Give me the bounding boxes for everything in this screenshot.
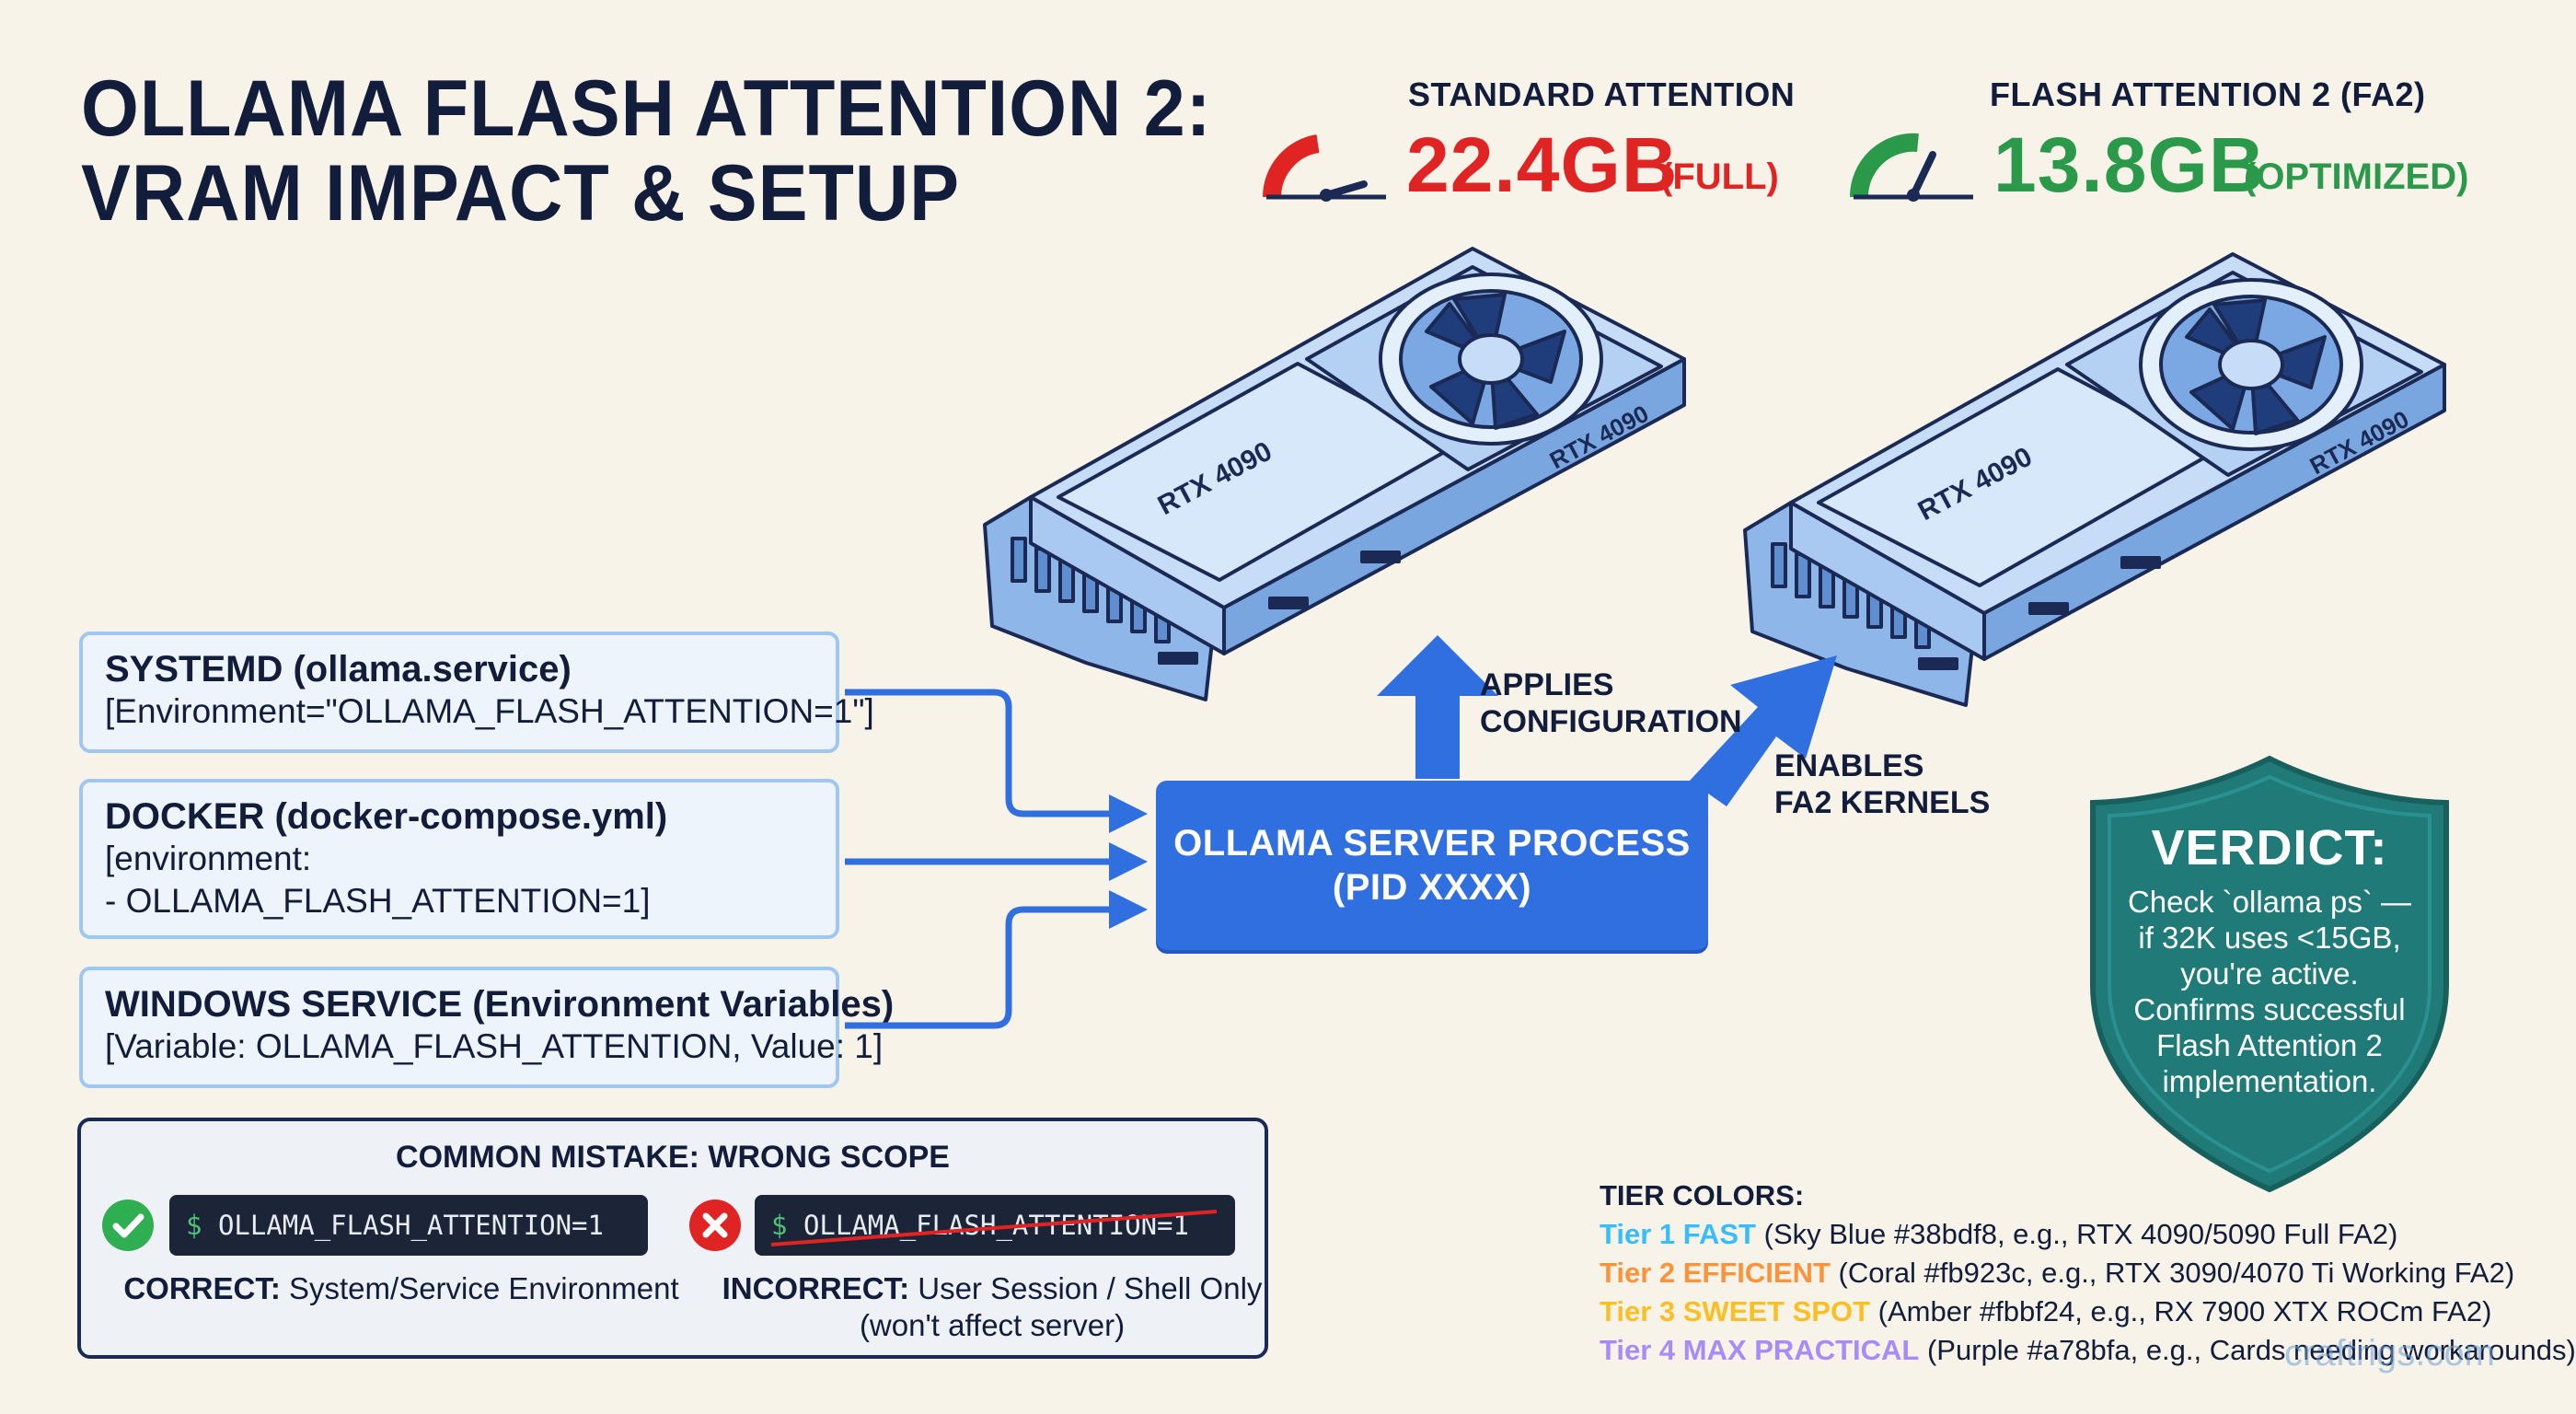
config-heading: SYSTEMD (ollama.service): [105, 649, 572, 690]
cross-icon: [689, 1200, 741, 1251]
watermark: craftrigs.com: [2284, 1333, 2495, 1373]
ollama-server-process: OLLAMA SERVER PROCESS (PID XXXX): [1156, 781, 1708, 950]
strikethrough-line: [770, 1210, 1218, 1246]
tier-item: Tier 2 EFFICIENT (Coral #fb923c, e.g., R…: [1600, 1257, 2515, 1289]
config-docker: DOCKER (docker-compose.yml) [environment…: [79, 779, 839, 939]
server-line-1: OLLAMA SERVER PROCESS: [1173, 823, 1691, 863]
tier-item: Tier 4 MAX PRACTICAL (Purple #a78bfa, e.…: [1600, 1334, 2576, 1366]
standard-vram-value: 22.4GB: [1406, 122, 1679, 208]
flash-attention-label: FLASH ATTENTION 2 (FA2): [1990, 75, 2426, 113]
server-line-2: (PID XXXX): [1332, 867, 1532, 908]
tier-colors-legend: TIER COLORS: Tier 1 FAST (Sky Blue #38bd…: [1600, 1176, 2576, 1370]
verdict-title: VERDICT:: [2151, 820, 2388, 875]
prompt-symbol: $: [186, 1210, 202, 1241]
enables-arrow: [1690, 655, 1837, 806]
config-line: - OLLAMA_FLASH_ATTENTION=1]: [105, 882, 651, 920]
standard-gauge-icon: [1263, 133, 1390, 202]
tier-item: Tier 3 SWEET SPOT (Amber #fbbf24, e.g., …: [1600, 1295, 2492, 1327]
verdict-shield: [2090, 755, 2449, 1193]
config-systemd: SYSTEMD (ollama.service) [Environment="O…: [79, 632, 874, 753]
correct-caption: CORRECT: System/Service Environment: [123, 1271, 679, 1305]
verdict-line: Check `ollama ps` —: [2127, 885, 2412, 919]
verdict-line: Confirms successful: [2133, 992, 2406, 1026]
prompt-symbol: $: [771, 1210, 788, 1241]
mistake-title: COMMON MISTAKE: WRONG SCOPE: [396, 1140, 950, 1175]
applies-arrow: [1377, 635, 1498, 779]
page-title: OLLAMA FLASH ATTENTION 2: VRAM IMPACT & …: [81, 64, 1212, 238]
verdict-line: Flash Attention 2: [2156, 1028, 2383, 1062]
flash-vram-value: 13.8GB: [1993, 122, 2266, 208]
verdict-line: if 32K uses <15GB,: [2138, 921, 2401, 955]
config-windows-service: WINDOWS SERVICE (Environment Variables) …: [79, 967, 895, 1088]
flash-gauge-icon: [1849, 133, 1978, 202]
correct-command-terminal: $ OLLAMA_FLASH_ATTENTION=1: [169, 1195, 648, 1256]
correct-command: OLLAMA_FLASH_ATTENTION=1: [217, 1210, 604, 1241]
config-heading: WINDOWS SERVICE (Environment Variables): [105, 984, 895, 1025]
config-line: [Environment="OLLAMA_FLASH_ATTENTION=1"]: [105, 692, 874, 730]
verdict-content: VERDICT: Check `ollama ps` — if 32K uses…: [2089, 819, 2450, 1099]
applies-config-label: APPLIES CONFIGURATION: [1480, 667, 1742, 739]
config-line: [Variable: OLLAMA_FLASH_ATTENTION, Value…: [105, 1027, 884, 1065]
incorrect-command-terminal: $ OLLAMA_FLASH_ATTENTION=1: [755, 1195, 1235, 1256]
incorrect-caption: INCORRECT: User Session / Shell Only (wo…: [722, 1271, 1263, 1342]
standard-attention-label: STANDARD ATTENTION: [1408, 75, 1796, 113]
flash-vram-tag: (OPTIMIZED): [2244, 156, 2469, 197]
config-line: [environment:: [105, 840, 312, 877]
tier-item: Tier 1 FAST (Sky Blue #38bdf8, e.g., RTX…: [1600, 1218, 2398, 1250]
title-line-1: OLLAMA FLASH ATTENTION 2:: [81, 64, 1212, 153]
tier-heading: TIER COLORS:: [1600, 1179, 1805, 1211]
verdict-line: you're active.: [2180, 956, 2359, 991]
gpu-card-standard: RTX 4090 RTX 4090: [983, 247, 1686, 701]
check-icon: [102, 1200, 154, 1251]
standard-vram-tag: (FULL): [1660, 156, 1779, 197]
config-heading: DOCKER (docker-compose.yml): [105, 796, 668, 837]
enables-fa2-label: ENABLES FA2 KERNELS: [1774, 748, 1991, 820]
common-mistake-panel: COMMON MISTAKE: WRONG SCOPE $ OLLAMA_FLA…: [77, 1118, 1268, 1359]
verdict-line: implementation.: [2162, 1064, 2377, 1098]
gpu-card-flash: RTX 4090 RTX 4090: [1743, 252, 2446, 707]
title-line-2: VRAM IMPACT & SETUP: [81, 149, 961, 238]
